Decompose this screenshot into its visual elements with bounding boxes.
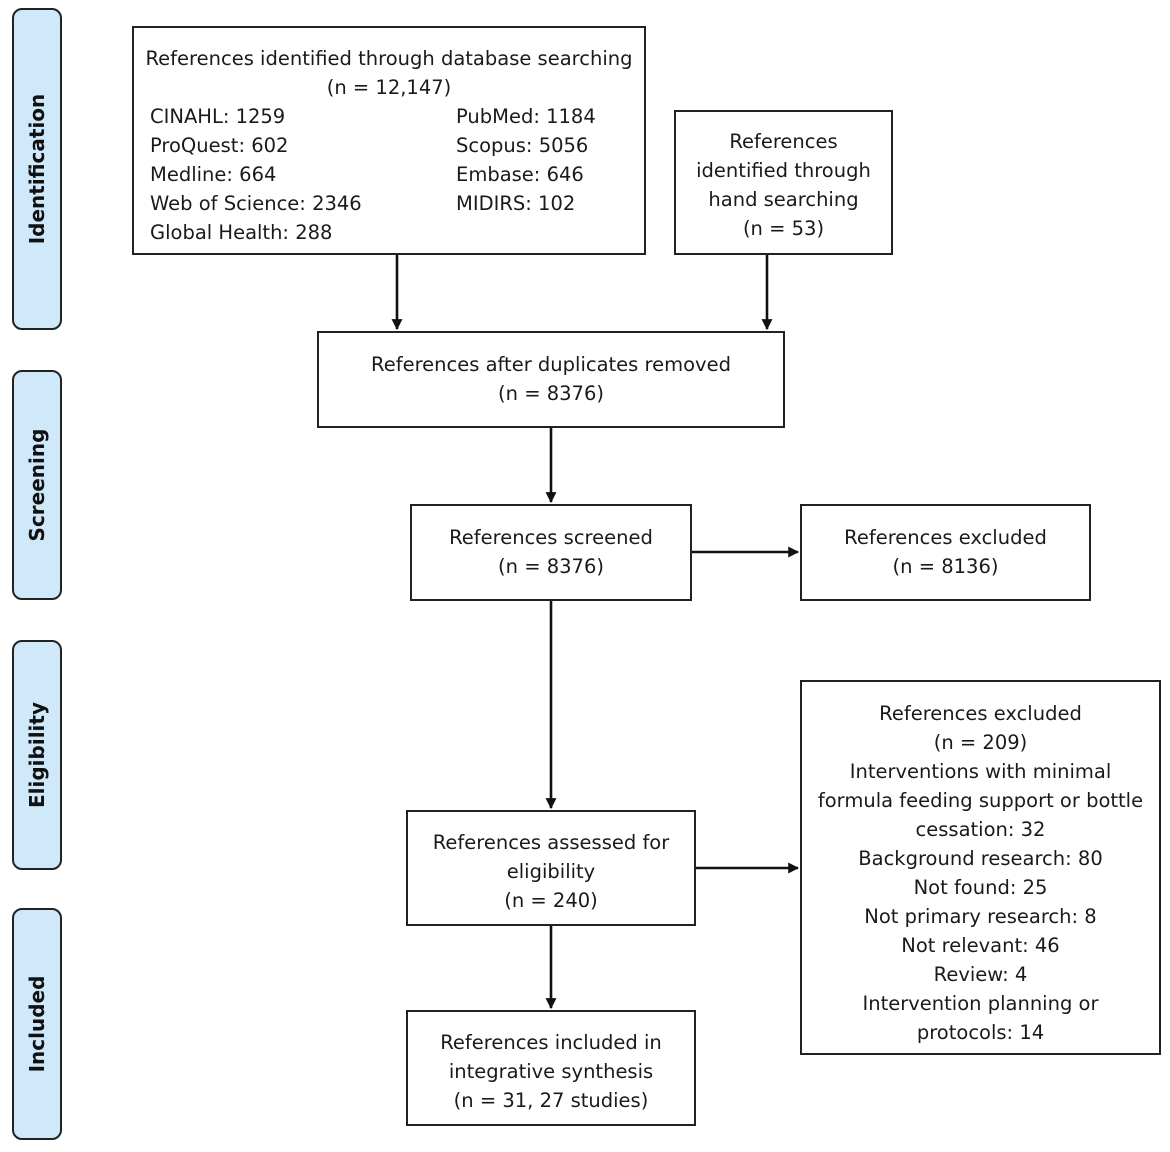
eligibility-excluded-line: References excluded bbox=[879, 702, 1082, 725]
eligibility-excluded-line: (n = 209) bbox=[933, 731, 1028, 754]
stage-label-screening: Screening bbox=[12, 370, 62, 600]
hand-search-count: (n = 53) bbox=[742, 217, 825, 240]
included-line: References included in bbox=[440, 1031, 662, 1054]
database-source: CINAHL: 1259 bbox=[150, 105, 286, 128]
eligibility-excluded-line: cessation: 32 bbox=[915, 818, 1046, 841]
database-source: Embase: 646 bbox=[456, 163, 584, 186]
assessed-eligibility-box: References assessed for eligibility (n =… bbox=[406, 810, 696, 926]
database-source: ProQuest: 602 bbox=[150, 134, 289, 157]
screening-excluded-count: (n = 8136) bbox=[892, 555, 999, 578]
database-search-count: (n = 12,147) bbox=[326, 76, 452, 99]
database-source: PubMed: 1184 bbox=[456, 105, 596, 128]
screened-box: References screened (n = 8376) bbox=[410, 504, 692, 601]
duplicates-removed-count: (n = 8376) bbox=[498, 382, 604, 405]
screened-count: (n = 8376) bbox=[498, 555, 604, 578]
eligibility-excluded-line: Review: 4 bbox=[933, 963, 1028, 986]
database-search-title: References identified through database s… bbox=[145, 47, 633, 70]
eligibility-excluded-line: Not found: 25 bbox=[913, 876, 1048, 899]
assessed-line: References assessed for bbox=[432, 831, 670, 854]
eligibility-excluded-line: Background research: 80 bbox=[858, 847, 1103, 870]
included-count: (n = 31, 27 studies) bbox=[453, 1089, 649, 1112]
eligibility-excluded-line: Not relevant: 46 bbox=[901, 934, 1060, 957]
duplicates-removed-box: References after duplicates removed (n =… bbox=[317, 331, 785, 428]
duplicates-removed-title: References after duplicates removed bbox=[371, 353, 731, 376]
eligibility-excluded-line: Not primary research: 8 bbox=[864, 905, 1097, 928]
database-source-list: CINAHL: 1259 PubMed: 1184 ProQuest: 602 … bbox=[150, 102, 634, 247]
database-source: MIDIRS: 102 bbox=[456, 192, 576, 215]
included-box: References included in integrative synth… bbox=[406, 1010, 696, 1126]
database-source: Scopus: 5056 bbox=[456, 134, 589, 157]
assessed-count: (n = 240) bbox=[504, 889, 598, 912]
eligibility-excluded-line: formula feeding support or bottle bbox=[817, 789, 1144, 812]
assessed-line: eligibility bbox=[506, 860, 596, 883]
screened-title: References screened bbox=[449, 526, 653, 549]
database-source: Medline: 664 bbox=[150, 163, 277, 186]
hand-search-box: References identified through hand searc… bbox=[674, 110, 893, 255]
hand-search-line: hand searching bbox=[708, 188, 859, 211]
eligibility-excluded-line: Intervention planning or bbox=[862, 992, 1099, 1015]
included-line: integrative synthesis bbox=[448, 1060, 654, 1083]
database-source: Global Health: 288 bbox=[150, 221, 333, 244]
stage-label-eligibility: Eligibility bbox=[12, 640, 62, 870]
screening-excluded-title: References excluded bbox=[844, 526, 1047, 549]
eligibility-excluded-line: Interventions with minimal bbox=[849, 760, 1112, 783]
stage-label-included: Included bbox=[12, 908, 62, 1140]
database-source: Web of Science: 2346 bbox=[150, 192, 362, 215]
eligibility-excluded-line: protocols: 14 bbox=[916, 1021, 1045, 1044]
screening-excluded-box: References excluded (n = 8136) bbox=[800, 504, 1091, 601]
database-search-box: References identified through database s… bbox=[132, 26, 646, 255]
hand-search-line: identified through bbox=[696, 159, 871, 182]
stage-label-identification: Identification bbox=[12, 8, 62, 330]
hand-search-line: References bbox=[729, 130, 838, 153]
eligibility-excluded-box: References excluded (n = 209) Interventi… bbox=[800, 680, 1161, 1055]
